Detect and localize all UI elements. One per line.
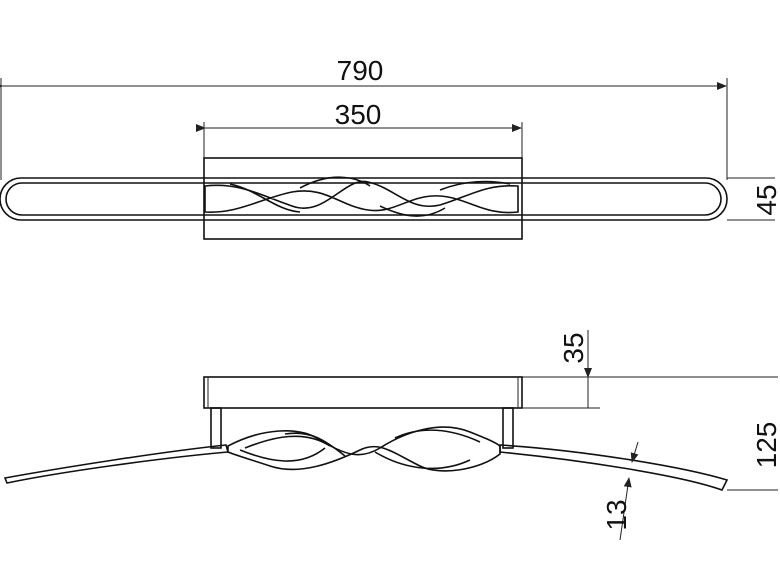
overall-length-dimension: 790 — [0, 55, 728, 180]
arm-thickness-dimension: 13 — [601, 441, 639, 541]
support-posts — [210, 407, 514, 449]
top-view: 790 350 45 — [0, 55, 780, 240]
plate-length-label: 350 — [335, 99, 382, 130]
arm-thickness-label: 13 — [601, 499, 632, 530]
curved-arms — [3, 444, 729, 491]
twisted-section-top — [204, 176, 519, 217]
total-height-dimension: 125 — [600, 376, 780, 491]
plate-thickness-dimension: 35 — [522, 330, 600, 409]
side-view: 35 125 — [3, 330, 780, 541]
total-height-label: 125 — [751, 422, 780, 469]
width-label: 45 — [751, 184, 780, 215]
plate-length-dimension: 350 — [196, 99, 523, 158]
mounting-plate-side — [203, 376, 523, 409]
mounting-plate-top — [203, 157, 523, 240]
twisted-section-side — [227, 426, 501, 472]
width-dimension: 45 — [727, 177, 780, 221]
overall-length-label: 790 — [337, 55, 384, 86]
plate-thickness-label: 35 — [558, 332, 589, 363]
